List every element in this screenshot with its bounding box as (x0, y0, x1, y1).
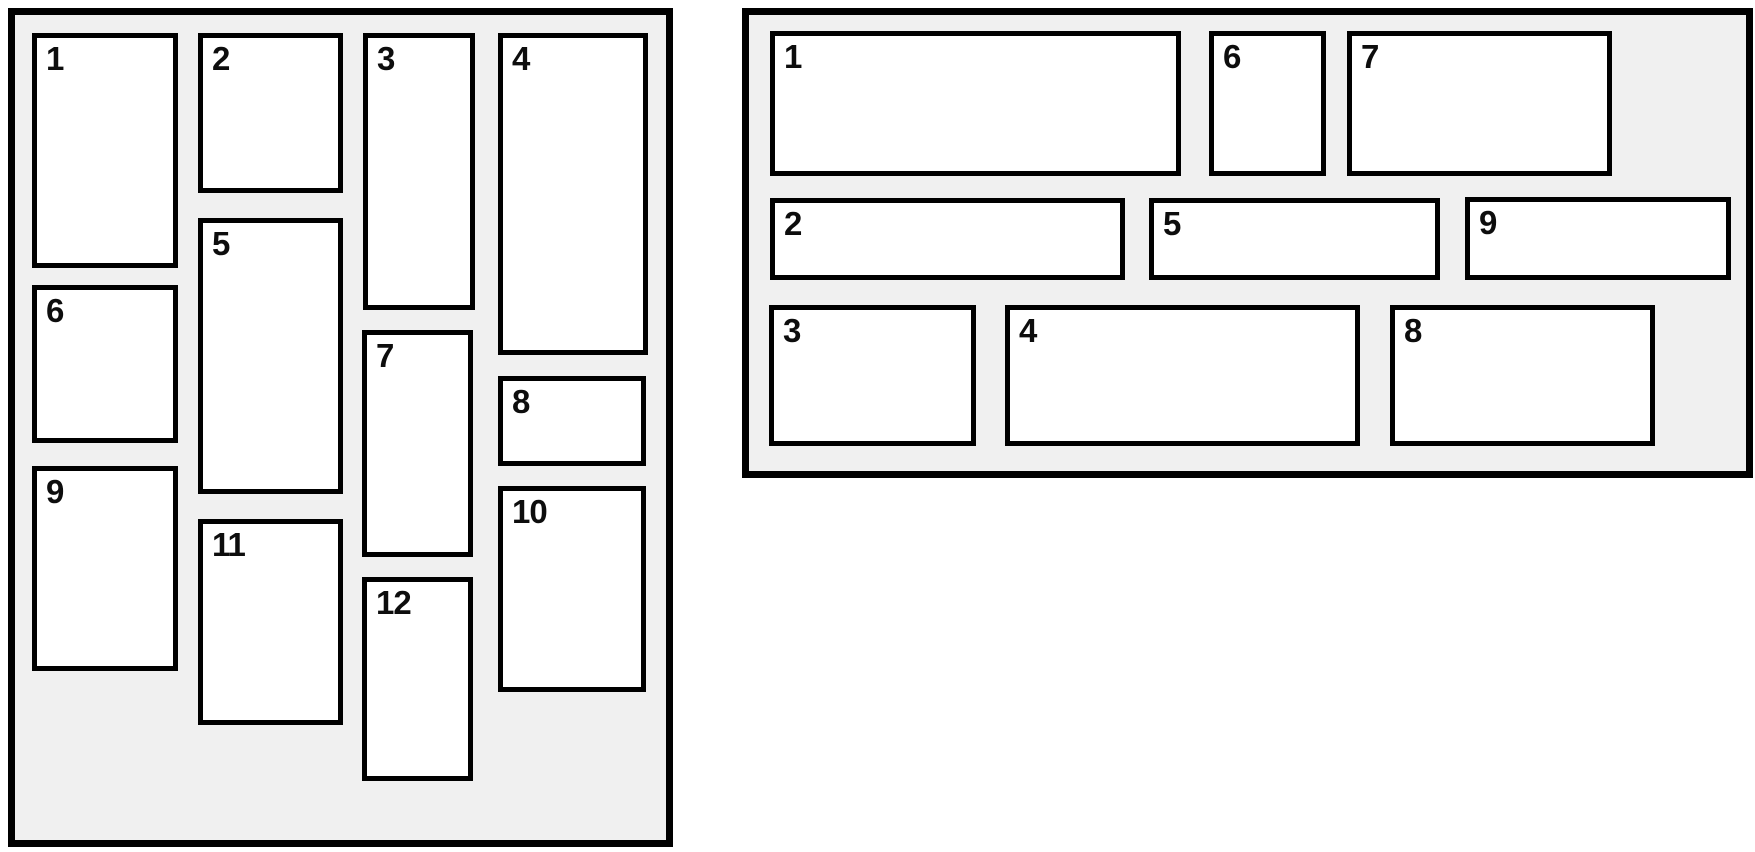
masonry-box-7: 7 (362, 330, 473, 557)
masonry-box-10: 10 (498, 486, 646, 692)
row-box-8: 8 (1390, 305, 1655, 446)
box-number-label: 4 (1019, 312, 1037, 349)
rows-layout-panel: 1 6 7 2 5 9 3 4 8 (742, 8, 1753, 478)
row-box-5: 5 (1149, 198, 1440, 280)
row-box-1: 1 (770, 31, 1181, 176)
row-box-6: 6 (1209, 31, 1326, 176)
masonry-box-5: 5 (198, 218, 343, 494)
masonry-box-3: 3 (363, 33, 475, 310)
masonry-box-8: 8 (498, 376, 646, 466)
box-number-label: 5 (1163, 205, 1181, 242)
row-box-4: 4 (1005, 305, 1360, 446)
box-number-label: 2 (784, 205, 802, 242)
box-number-label: 7 (1361, 38, 1379, 75)
row-box-2: 2 (770, 198, 1125, 280)
box-number-label: 6 (46, 292, 64, 329)
box-number-label: 9 (46, 473, 64, 510)
masonry-box-12: 12 (362, 577, 473, 781)
box-number-label: 10 (512, 493, 548, 530)
row-box-3: 3 (769, 305, 976, 446)
box-number-label: 11 (212, 526, 246, 563)
masonry-box-2: 2 (198, 33, 343, 193)
masonry-box-4: 4 (498, 33, 648, 355)
masonry-box-1: 1 (32, 33, 178, 268)
box-number-label: 2 (212, 40, 230, 77)
box-number-label: 7 (376, 337, 394, 374)
box-number-label: 3 (783, 312, 801, 349)
row-box-7: 7 (1347, 31, 1612, 176)
box-number-label: 8 (1404, 312, 1422, 349)
box-number-label: 1 (46, 40, 64, 77)
box-number-label: 5 (212, 225, 230, 262)
box-number-label: 8 (512, 383, 530, 420)
masonry-box-6: 6 (32, 285, 178, 443)
box-number-label: 12 (376, 584, 412, 621)
row-box-9: 9 (1465, 197, 1731, 280)
masonry-box-11: 11 (198, 519, 343, 725)
box-number-label: 4 (512, 40, 530, 77)
box-number-label: 6 (1223, 38, 1241, 75)
box-number-label: 9 (1479, 204, 1497, 241)
box-number-label: 1 (784, 38, 802, 75)
masonry-box-9: 9 (32, 466, 178, 671)
box-number-label: 3 (377, 40, 395, 77)
